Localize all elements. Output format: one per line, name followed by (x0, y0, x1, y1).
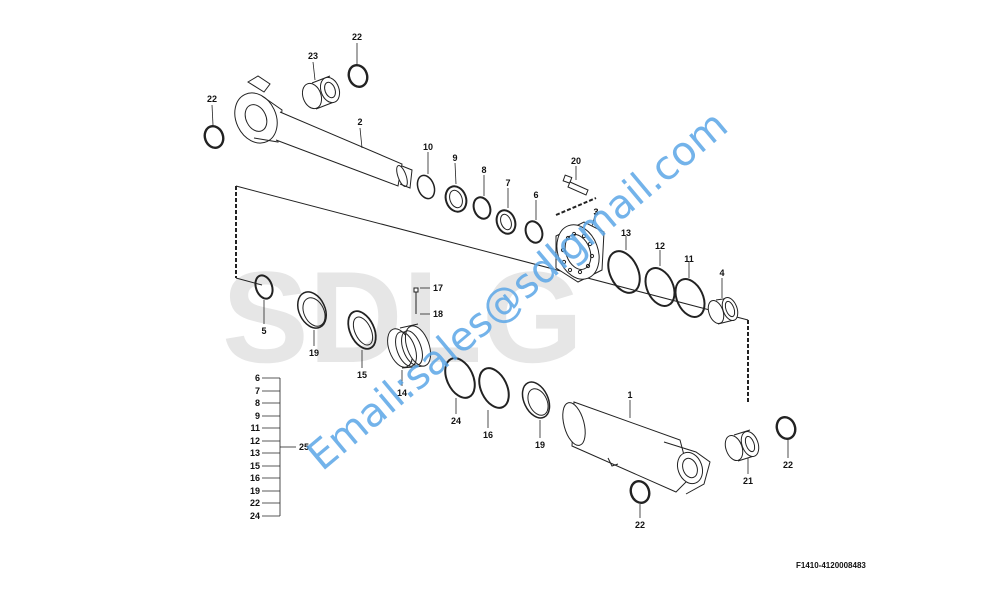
seal-ring-22-left (203, 125, 225, 149)
callout-21: 21 (743, 476, 753, 486)
callout-19a: 19 (309, 348, 319, 358)
wear-ring-19-left (296, 291, 328, 329)
bushing-4 (707, 296, 739, 325)
seal-ring-22-bottom (629, 480, 651, 504)
kit-item: 12 (250, 436, 260, 446)
seal-9 (444, 185, 468, 213)
callout-11: 11 (684, 254, 694, 264)
drawing-code: F1410-4120008483 (796, 561, 866, 570)
seal-7 (495, 209, 517, 235)
ring-16 (478, 367, 510, 409)
callout-22d: 22 (635, 520, 645, 530)
kit-list: 6 7 8 9 11 12 13 15 16 19 22 24 (250, 373, 260, 521)
kit-item: 22 (250, 498, 260, 508)
kit-item: 8 (255, 398, 260, 408)
seal-8 (472, 196, 492, 220)
callout-20: 20 (571, 156, 581, 166)
callout-7: 7 (505, 178, 510, 188)
bushing-23 (301, 75, 341, 110)
callout-22c: 22 (783, 460, 793, 470)
cylinder-tube-1 (562, 401, 711, 495)
o-ring-13 (607, 250, 641, 294)
callout-18: 18 (433, 309, 443, 319)
callout-14: 14 (397, 388, 407, 398)
bushing-21 (724, 429, 760, 462)
callout-22a: 22 (352, 32, 362, 42)
assembly-line-top (235, 185, 749, 321)
ring-24 (444, 357, 476, 399)
callout-6: 6 (533, 190, 538, 200)
kit-label: 25 (299, 442, 309, 452)
seal-11 (674, 278, 706, 318)
wear-ring-19-right (521, 381, 551, 419)
callout-23: 23 (308, 51, 318, 61)
kit-item: 9 (255, 411, 260, 421)
seal-10 (416, 174, 436, 200)
callout-2: 2 (357, 117, 362, 127)
ring-5 (254, 274, 274, 300)
kit-item: 16 (250, 473, 260, 483)
ring-15 (347, 310, 377, 350)
kit-item: 6 (255, 373, 260, 383)
leader-lines (211, 43, 789, 518)
bolt-20 (562, 174, 589, 196)
assembly-line-bottom (235, 277, 263, 286)
seal-ring-22-right (775, 416, 797, 440)
callout-9: 9 (452, 153, 457, 163)
assembly-boundary (235, 186, 749, 402)
kit-item: 19 (250, 486, 260, 496)
callout-17: 17 (433, 283, 443, 293)
callout-22b: 22 (207, 94, 217, 104)
piston-rod (234, 75, 413, 189)
callout-16: 16 (483, 430, 493, 440)
callout-3: 3 (593, 207, 598, 217)
callout-13: 13 (621, 228, 631, 238)
callout-1: 1 (627, 390, 632, 400)
callout-24: 24 (451, 416, 461, 426)
kit-item: 7 (255, 386, 260, 396)
piston-14 (387, 323, 432, 369)
kit-item: 15 (250, 461, 260, 471)
callout-10: 10 (423, 142, 433, 152)
callout-15: 15 (357, 370, 367, 380)
cylinder-head-3 (555, 221, 605, 283)
callout-5: 5 (261, 326, 266, 336)
callout-labels: 22 23 22 2 10 9 8 7 6 20 3 13 12 11 4 5 … (207, 32, 793, 530)
seal-6 (524, 220, 544, 244)
kit-item: 13 (250, 448, 260, 458)
kit-item: 24 (250, 511, 260, 521)
callout-4: 4 (719, 268, 724, 278)
backup-ring-12 (644, 267, 676, 307)
callout-19b: 19 (535, 440, 545, 450)
callout-12: 12 (655, 241, 665, 251)
kit-item: 11 (250, 423, 260, 433)
seal-ring-22-top (347, 64, 369, 88)
callout-8: 8 (481, 165, 486, 175)
set-screw-17 (413, 287, 419, 314)
